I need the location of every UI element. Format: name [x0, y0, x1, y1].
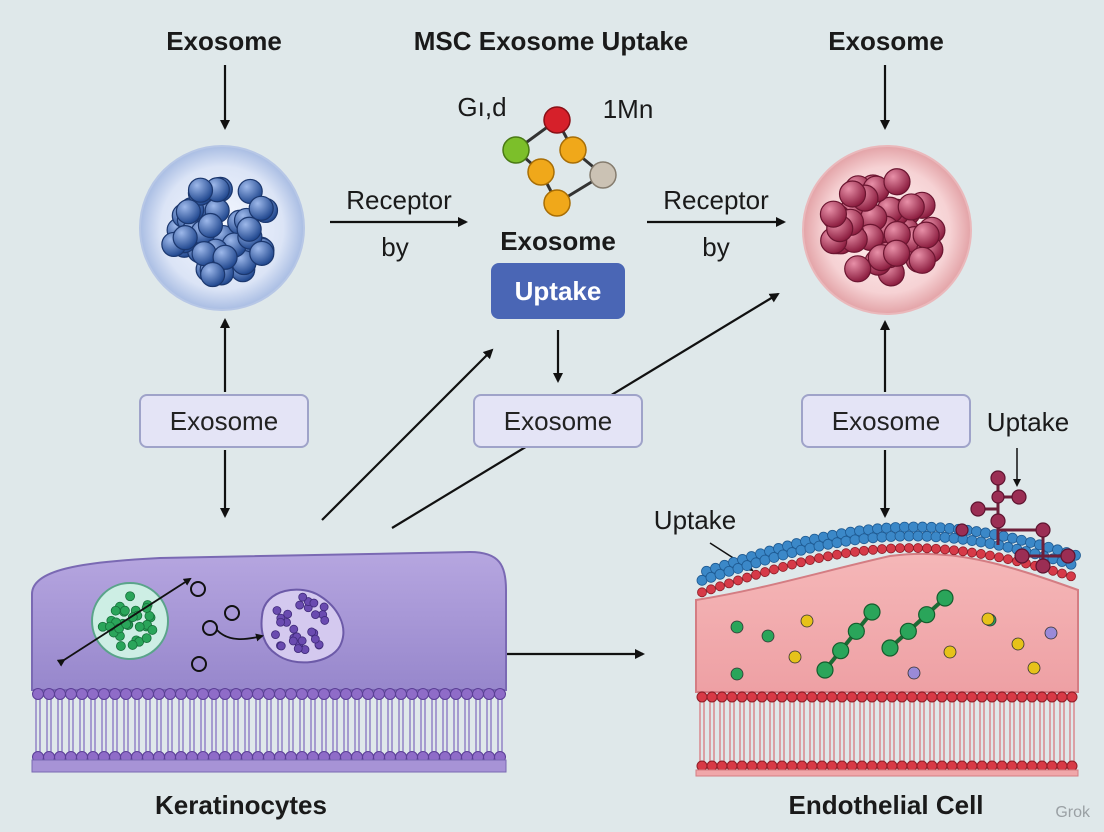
arrow-keratinocyte-to-uptake [321, 348, 494, 521]
uptake-badge: Uptake [491, 263, 625, 319]
molecule-icon [502, 106, 617, 217]
label-keratinocytes: Keratinocytes [155, 790, 327, 820]
label-top-left-exosome: Exosome [166, 26, 282, 56]
label-center-exosome: Exosome [500, 226, 616, 256]
label-top-right-exosome: Exosome [828, 26, 944, 56]
label-receptor-right-by: by [702, 232, 730, 262]
box-center-exosome: Exosome [473, 394, 643, 448]
label-receptor-right: Receptor [663, 185, 769, 215]
box-left-exosome: Exosome [139, 394, 309, 448]
label-uptake-top-right: Uptake [986, 407, 1070, 437]
label-molecule-right: 1Mn [602, 94, 654, 124]
label-receptor-left-by: by [381, 232, 409, 262]
keratinocyte-cell [31, 550, 507, 773]
box-right-exosome: Exosome [801, 394, 971, 448]
label-endothelial-cell: Endothelial Cell [788, 790, 984, 820]
blue-exosome [139, 145, 305, 311]
label-uptake-membrane: Uptake [653, 505, 737, 535]
label-molecule-left: Gı,d [457, 92, 507, 122]
red-exosome [802, 145, 972, 315]
label-receptor-left: Receptor [346, 185, 452, 215]
watermark: Grok [1055, 804, 1090, 821]
endothelial-cell [695, 470, 1081, 777]
diagram-title: MSC Exosome Uptake [413, 26, 689, 56]
